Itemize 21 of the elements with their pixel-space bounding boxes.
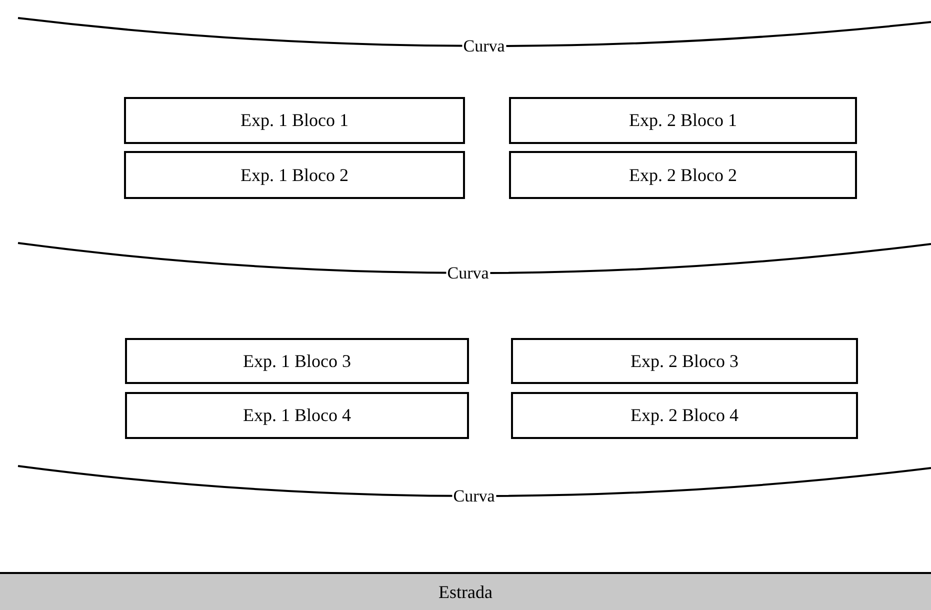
- curve-label: Curva: [462, 38, 506, 54]
- plot-label: Exp. 1 Bloco 1: [240, 109, 348, 132]
- plot-box: [124, 151, 465, 199]
- plot-box: [509, 151, 857, 199]
- plot-label: Exp. 2 Bloco 3: [630, 350, 738, 373]
- plot-box: [125, 338, 469, 384]
- plot-box: [124, 97, 465, 144]
- plot-label: Exp. 2 Bloco 1: [629, 109, 737, 132]
- curve-label: Curva: [452, 488, 496, 504]
- curve-label: Curva: [446, 264, 490, 282]
- plot-box: [125, 392, 469, 439]
- plot-label: Exp. 1 Bloco 4: [243, 404, 351, 427]
- plot-box: [511, 338, 858, 384]
- road-band: [0, 572, 931, 610]
- plot-box: [509, 97, 857, 144]
- plot-label: Exp. 1 Bloco 2: [240, 164, 348, 187]
- plot-label: Exp. 1 Bloco 3: [243, 350, 351, 373]
- plot-label: Exp. 2 Bloco 4: [630, 404, 738, 427]
- road-label: Estrada: [438, 580, 492, 604]
- plot-box: [511, 392, 858, 439]
- plot-label: Exp. 2 Bloco 2: [629, 164, 737, 187]
